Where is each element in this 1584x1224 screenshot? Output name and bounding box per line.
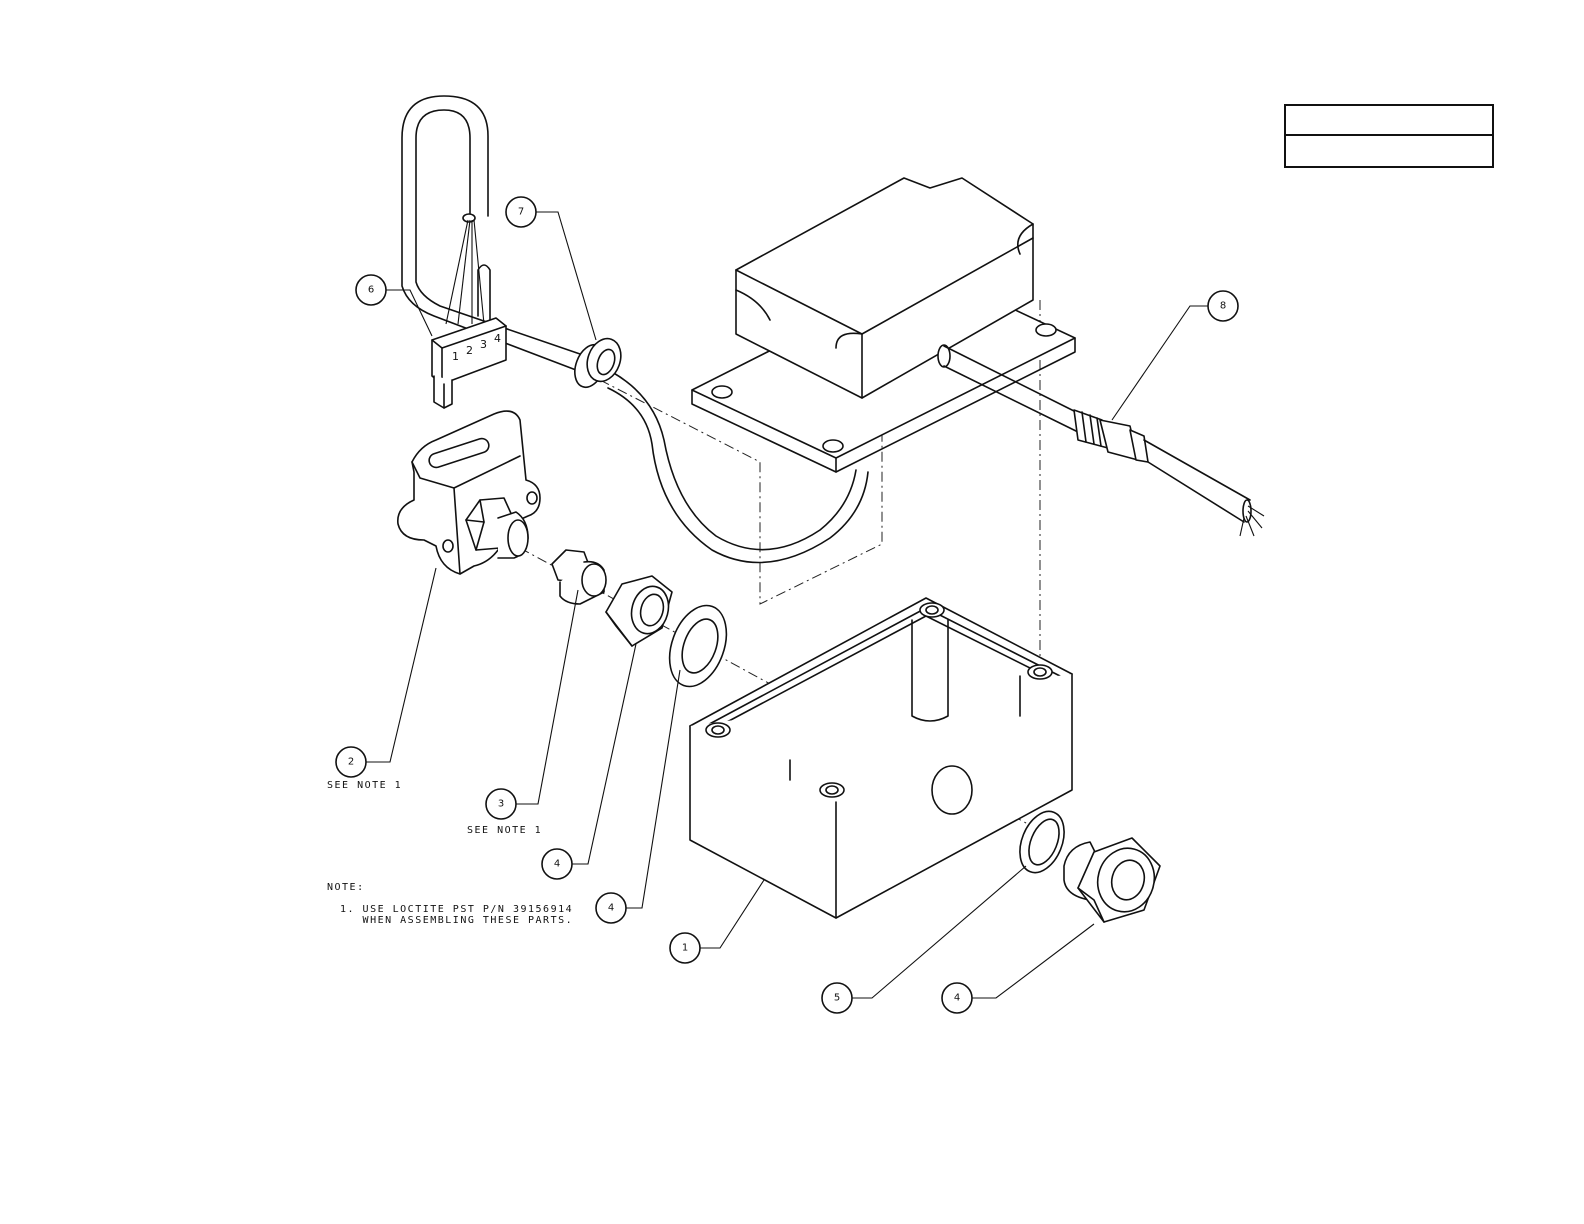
connector-pin-4: 4 xyxy=(494,332,501,345)
callout-4-washer-label: 4 xyxy=(608,903,614,914)
note-line-1: 1. USE LOCTITE PST P/N 39156914 xyxy=(340,904,573,915)
callout-8: 8 xyxy=(1208,291,1238,321)
connector-pin-1: 1 xyxy=(452,350,459,363)
connector-pin-3: 3 xyxy=(480,338,487,351)
callout-4-washer: 4 xyxy=(596,893,626,923)
hex-plug-right xyxy=(1064,838,1161,922)
callout-2: 2 xyxy=(336,747,366,777)
callout-4-nut: 4 xyxy=(542,849,572,879)
callout-6-label: 6 xyxy=(368,285,374,296)
callout-4-nut-label: 4 xyxy=(554,859,560,870)
switch-body xyxy=(398,411,540,574)
callout-1: 1 xyxy=(670,933,700,963)
hex-nut-small xyxy=(606,576,674,646)
callout-6: 6 xyxy=(356,275,386,305)
callout-4-plug-label: 4 xyxy=(954,993,960,1004)
callout-7: 7 xyxy=(506,197,536,227)
callout-4-plug: 4 xyxy=(942,983,972,1013)
washer xyxy=(659,598,737,695)
bushing xyxy=(552,550,606,604)
note-line-2: WHEN ASSEMBLING THESE PARTS. xyxy=(340,915,573,926)
callout-3-label: 3 xyxy=(498,799,504,810)
callout-5: 5 xyxy=(822,983,852,1013)
callout-2-label: 2 xyxy=(348,757,354,768)
grommet xyxy=(569,334,626,392)
see-note-label-3: SEE NOTE 1 xyxy=(467,825,542,836)
note-heading: NOTE: xyxy=(327,882,365,893)
enclosure xyxy=(690,598,1072,918)
callout-3: 3 xyxy=(486,789,516,819)
callout-5-label: 5 xyxy=(834,993,840,1004)
callout-8-label: 8 xyxy=(1220,301,1226,312)
see-note-label-2: SEE NOTE 1 xyxy=(327,780,402,791)
connector-pin-2: 2 xyxy=(466,344,473,357)
callout-1-label: 1 xyxy=(682,943,688,954)
sensor-housing xyxy=(692,178,1075,472)
callout-7-label: 7 xyxy=(518,207,524,218)
